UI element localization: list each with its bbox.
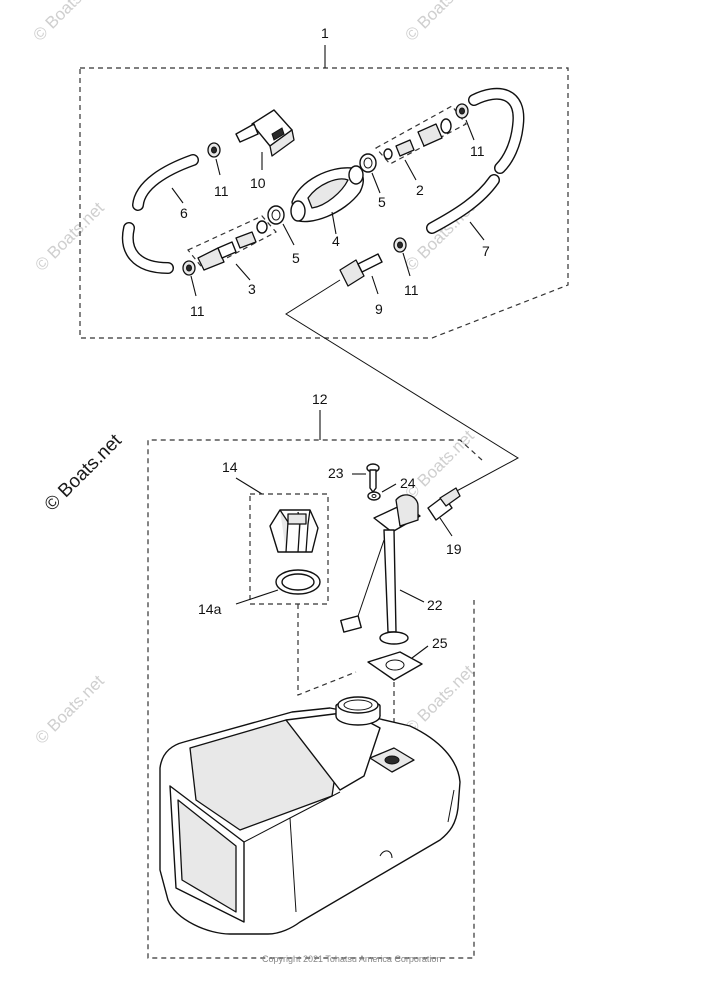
callout-10: 10: [250, 175, 266, 191]
watermark-top-right: © Boats.net: [401, 0, 478, 45]
callout-24: 24: [400, 475, 416, 491]
leader-14: [235, 477, 263, 495]
leader-5-left: [282, 223, 295, 246]
callout-22: 22: [427, 597, 443, 613]
leader-9: [371, 275, 379, 295]
screw-23: [366, 463, 380, 493]
clip-11-bottom-right: [393, 237, 407, 253]
callout-1: 1: [321, 25, 329, 41]
fuel-line-assembly-group: 1 6 11 3 5: [79, 25, 569, 501]
leader-24: [381, 483, 397, 493]
watermark-low-left: © Boats.net: [31, 671, 108, 748]
guide-cap-to-neck: [297, 604, 357, 696]
fitting-9: [339, 253, 383, 287]
washer-24: [367, 491, 381, 501]
callout-11-top-right: 11: [470, 143, 485, 159]
callout-25: 25: [432, 635, 448, 651]
primer-bulb-4: [290, 165, 364, 223]
callout-2: 2: [416, 182, 424, 198]
callout-14a: 14a: [198, 601, 222, 617]
fuel-tank-assembly-group: 12 14 14a 23 24: [147, 391, 483, 959]
leader-19: [439, 517, 453, 537]
callout-12: 12: [312, 391, 328, 407]
clip-11-top-right: [455, 103, 469, 119]
callout-14: 14: [222, 459, 238, 475]
leader-2: [404, 159, 417, 181]
leader-5-right: [371, 172, 381, 194]
watermark-right-center: © Boats.net: [401, 426, 478, 503]
callout-9: 9: [375, 301, 383, 317]
leader-3: [235, 263, 251, 281]
leader-6: [171, 187, 184, 204]
leader-11-br: [402, 252, 411, 277]
tank-cap-14: [269, 509, 319, 553]
gasket-25: [367, 651, 423, 681]
leader-7: [469, 221, 485, 241]
group-14-dashed-box: [249, 493, 329, 605]
copyright-text: Copyright 2021 Tohatsu America Corporati…: [262, 954, 441, 964]
connector-2: [383, 118, 452, 160]
fitting-19: [427, 487, 461, 521]
clip-11-top-left: [207, 142, 221, 158]
callout-11-bottom-right: 11: [404, 282, 419, 298]
hose-7: [426, 87, 525, 234]
watermark-main: © Boats.net: [41, 430, 127, 516]
collar-5-right: [359, 153, 377, 173]
callout-23: 23: [328, 465, 344, 481]
callout-11-top-left: 11: [214, 183, 229, 199]
callout-5-right: 5: [378, 194, 386, 210]
callout-3: 3: [248, 281, 256, 297]
assembly-guide-9-to-19: [285, 279, 519, 501]
callout-11-bottom-left: 11: [190, 303, 205, 319]
leader-14a: [235, 589, 279, 605]
fuel-tank: [159, 696, 461, 935]
fuel-gauge-22: [340, 494, 421, 645]
hose-6: [121, 154, 199, 274]
callout-19: 19: [446, 541, 462, 557]
leader-11-tr: [465, 119, 475, 141]
leader-4: [331, 211, 337, 235]
watermark-mid-left: © Boats.net: [31, 198, 108, 275]
group-3-dashed-box: [187, 215, 277, 271]
group-1-dashed-box: [79, 67, 569, 339]
callout-7: 7: [482, 243, 490, 259]
o-ring-14a: [275, 569, 321, 595]
callout-6: 6: [180, 205, 188, 221]
watermark-low-right: © Boats.net: [401, 661, 478, 738]
connector-3: [197, 220, 268, 271]
watermark-top-left: © Boats.net: [29, 0, 106, 45]
leader-25: [411, 645, 429, 659]
group-12-dashed-box: [147, 439, 483, 959]
leader-11-tl: [215, 158, 221, 176]
watermark-layer: © Boats.net © Boats.net © Boats.net © Bo…: [29, 0, 478, 748]
callout-5-left: 5: [292, 250, 300, 266]
collar-5-left: [267, 205, 285, 225]
leader-11-bl: [190, 275, 197, 297]
callout-4: 4: [332, 233, 340, 249]
clip-11-bottom-left: [182, 260, 196, 276]
leader-22: [399, 589, 425, 603]
connector-10: [235, 109, 295, 157]
